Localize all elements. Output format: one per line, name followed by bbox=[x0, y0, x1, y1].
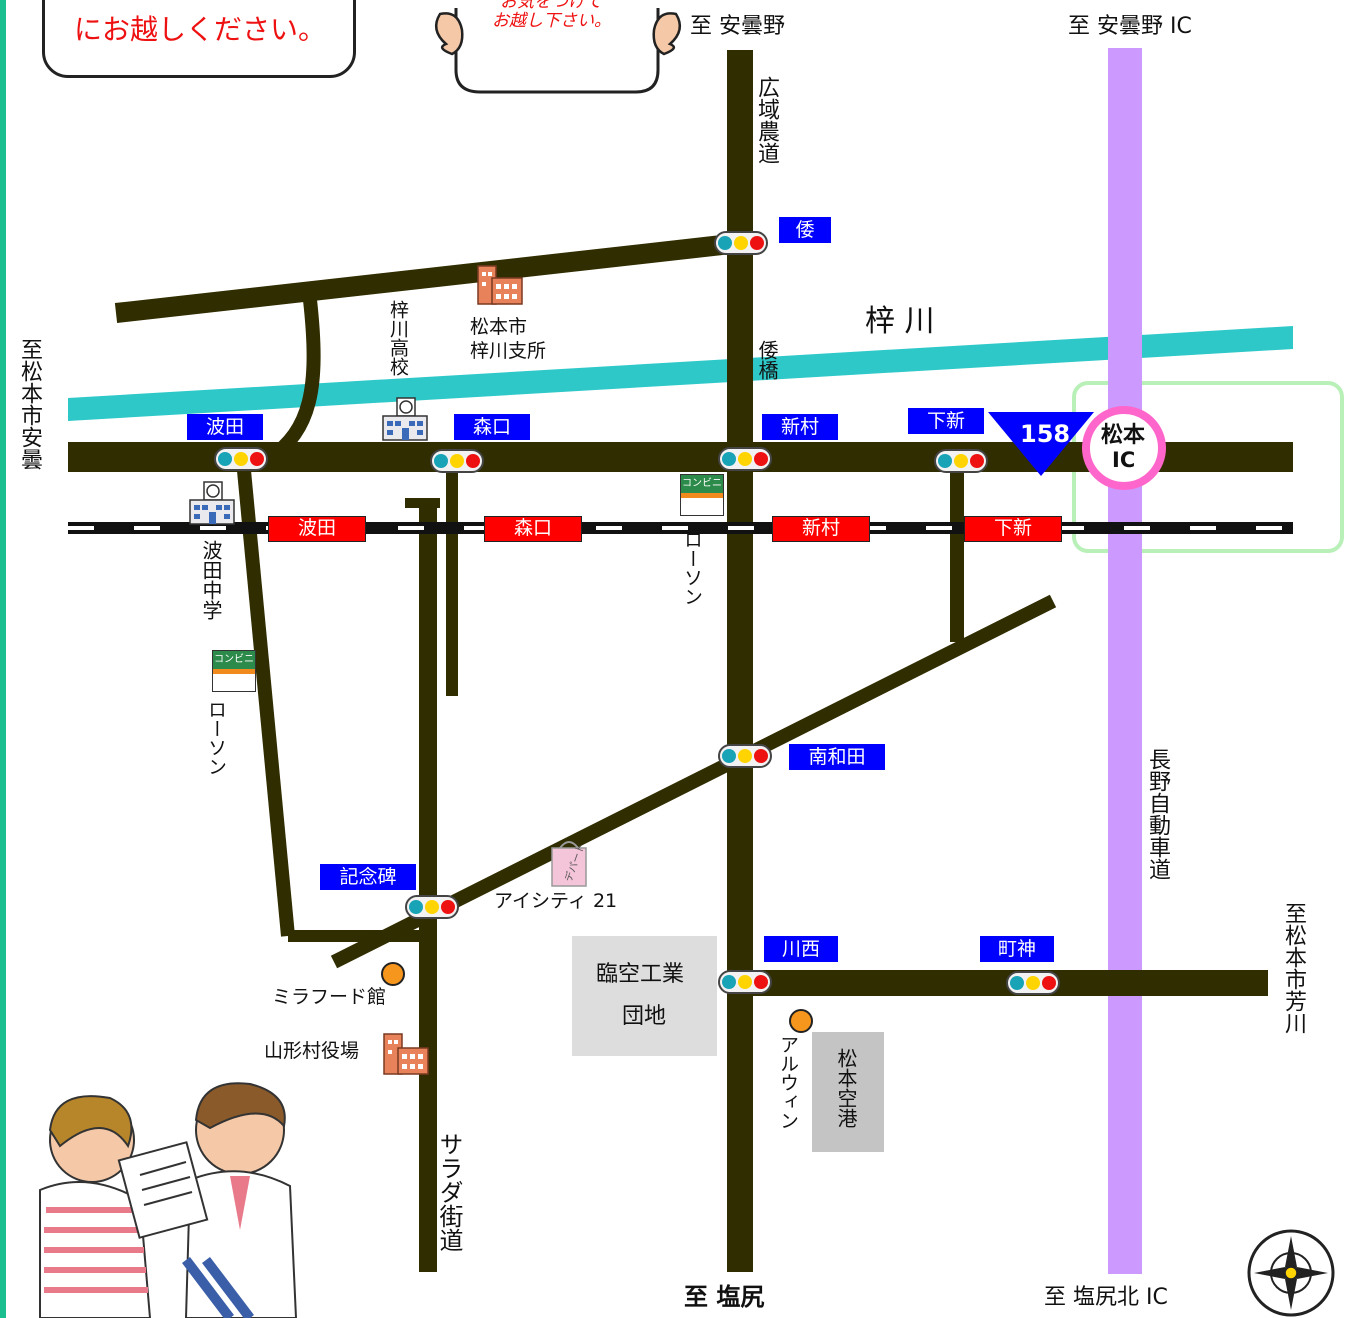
compass-icon bbox=[1247, 1229, 1335, 1317]
traffic-signal-icon bbox=[934, 449, 988, 473]
airport-box bbox=[812, 1032, 884, 1152]
nagano-expressway bbox=[1108, 48, 1142, 1274]
mirafood-label: ミラフード館 bbox=[272, 986, 387, 1008]
left-border bbox=[0, 0, 6, 1318]
sign-board-illustration bbox=[434, 8, 682, 94]
airport-label: 松本空港 bbox=[834, 1048, 858, 1128]
intersection-niimura: 新村 bbox=[762, 414, 838, 440]
station-moriguchi: 森口 bbox=[484, 516, 582, 542]
intersection-kawanishi: 川西 bbox=[764, 936, 838, 962]
sign-text-line1: お気をつけて bbox=[500, 0, 602, 12]
lawson-label-south: ローソン bbox=[205, 700, 227, 776]
sign-text-line2: お越し下さい。 bbox=[492, 11, 611, 31]
traffic-signal-icon bbox=[714, 231, 768, 255]
yamagata-office-label: 山形村役場 bbox=[264, 1040, 360, 1062]
river-name: 梓 川 bbox=[865, 304, 935, 339]
convenience-sign: コンビニ bbox=[213, 651, 255, 669]
intersection-shimoniina: 下新 bbox=[908, 408, 984, 434]
ic-label-line1: 松本 bbox=[1101, 423, 1146, 448]
direction-top-azumino: 至 安曇野 bbox=[690, 14, 785, 39]
station-shimoniina: 下新 bbox=[964, 516, 1062, 542]
branch-office-label-line1: 松本市 bbox=[470, 316, 528, 338]
intersection-hata: 波田 bbox=[187, 414, 263, 440]
intersection-minamiwada: 南和田 bbox=[789, 744, 885, 770]
salad-kaido-label: サラダ街道 bbox=[435, 1132, 463, 1252]
notice-callout bbox=[42, 0, 356, 78]
hata-junior-high-label: 波田中学 bbox=[199, 540, 223, 620]
mirafood-marker bbox=[381, 962, 405, 986]
intersection-yamato: 倭 bbox=[779, 217, 831, 243]
ic-label-line2: IC bbox=[1112, 448, 1136, 472]
direction-bottom-shiojiri-kita-ic: 至 塩尻北 IC bbox=[1044, 1285, 1168, 1310]
matsumoto-ic-circle bbox=[1082, 406, 1166, 490]
nagano-expressway-label: 長野自動車道 bbox=[1145, 748, 1170, 880]
intersection-moriguchi: 森口 bbox=[454, 414, 530, 440]
traffic-signal-icon bbox=[718, 970, 772, 994]
school-icon bbox=[189, 481, 235, 525]
traffic-signal-icon bbox=[1006, 971, 1060, 995]
azusagawa-high-label: 梓川高校 bbox=[387, 300, 409, 376]
direction-bottom-shiojiri: 至 塩尻 bbox=[684, 1283, 765, 1311]
alwin-label: アルウィン bbox=[777, 1035, 799, 1130]
direction-right-yoshikawa: 至松本市芳川 bbox=[1281, 902, 1306, 1034]
intersection-machigami: 町神 bbox=[980, 936, 1054, 962]
industrial-park-label-line1: 臨空工業 bbox=[596, 962, 685, 987]
building-icon bbox=[383, 1033, 429, 1075]
hata-connector-road bbox=[265, 299, 321, 464]
icity-label: アイシティ 21 bbox=[494, 890, 618, 912]
industrial-park-label-line2: 団地 bbox=[622, 1004, 667, 1029]
traffic-signal-icon bbox=[430, 449, 484, 473]
direction-top-azumino-ic: 至 安曇野 IC bbox=[1068, 14, 1192, 39]
industrial-park-box bbox=[572, 936, 717, 1056]
department-store-icon bbox=[551, 841, 587, 887]
koiki-nodo-label: 広域農道 bbox=[754, 76, 779, 164]
azusa-river bbox=[68, 326, 1293, 421]
route-158-marker bbox=[988, 412, 1094, 476]
traffic-signal-icon bbox=[718, 447, 772, 471]
traffic-signal-icon bbox=[214, 447, 268, 471]
building-icon bbox=[477, 265, 523, 305]
convenience-store-icon: コンビニ bbox=[212, 650, 256, 692]
upper-diagonal-road bbox=[114, 233, 742, 323]
station-niimura: 新村 bbox=[772, 516, 870, 542]
convenience-store-icon: コンビニ bbox=[680, 474, 724, 516]
convenience-sign: コンビニ bbox=[681, 475, 723, 493]
intersection-kinenhi: 記念碑 bbox=[320, 864, 416, 890]
lawson-label-north: ローソン bbox=[681, 530, 703, 606]
traffic-signal-icon bbox=[718, 744, 772, 768]
notice-text: にお越しください。 bbox=[74, 13, 327, 46]
hata-south-road bbox=[236, 459, 295, 937]
consultation-illustration bbox=[39, 1082, 298, 1318]
school-icon bbox=[382, 397, 428, 441]
route-158-label: 158 bbox=[1020, 420, 1071, 448]
station-hata: 波田 bbox=[268, 516, 366, 542]
alwin-marker bbox=[789, 1009, 813, 1033]
bridge-label: 倭橋 bbox=[755, 340, 779, 380]
traffic-signal-icon bbox=[405, 895, 459, 919]
branch-office-label-line2: 梓川支所 bbox=[470, 340, 547, 362]
direction-left-azumi: 至松本市安曇 bbox=[17, 338, 42, 470]
